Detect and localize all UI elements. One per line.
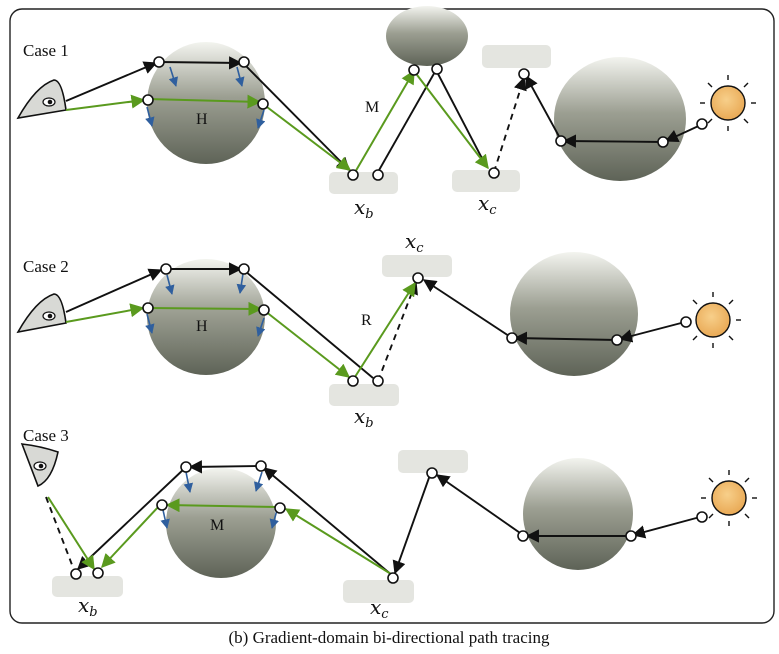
- offset-path: [47, 496, 392, 575]
- sphere: [166, 468, 276, 578]
- normal-arrows: [145, 66, 266, 129]
- normal-arrows: [145, 273, 266, 337]
- surface-plate: [382, 255, 452, 277]
- surface-plate: [329, 172, 398, 194]
- path-vertices: [70, 460, 708, 584]
- reconnect-label: R: [361, 312, 372, 329]
- light-source-icon: [701, 470, 757, 526]
- case-2-panel: Case 2: [16, 229, 741, 431]
- surface-plate: [452, 170, 520, 192]
- surface-plate: [52, 576, 123, 597]
- normal-arrows: [160, 471, 279, 529]
- base-path: [45, 460, 701, 577]
- camera-icon: [20, 443, 59, 488]
- path-vertices: [142, 56, 708, 181]
- sphere: [510, 252, 638, 376]
- camera-icon: [16, 79, 67, 120]
- camera-icon: [16, 293, 67, 334]
- figure-caption: (b) Gradient-domain bi-directional path …: [229, 628, 550, 647]
- xb-label: xb: [354, 404, 374, 431]
- xc-label: xc: [405, 229, 424, 256]
- offset-path: [65, 281, 416, 381]
- offset-path: [65, 69, 489, 175]
- sphere: [147, 42, 265, 164]
- light-source-icon: [700, 75, 756, 131]
- mirror-label: M: [365, 99, 379, 116]
- hybrid-label: H: [196, 111, 208, 128]
- surface-plate: [398, 450, 468, 473]
- sphere: [554, 57, 686, 181]
- sphere: [523, 458, 633, 570]
- case-3-panel: Case 3: [20, 426, 757, 622]
- xb-label: xb: [78, 593, 98, 620]
- sphere: [147, 259, 265, 375]
- surface-plate: [329, 384, 399, 406]
- mirror-label: M: [210, 517, 224, 534]
- path-vertices: [142, 263, 692, 387]
- case-1-panel: Case 1: [16, 6, 756, 222]
- surface-plate: [343, 580, 414, 603]
- xc-label: xc: [478, 191, 497, 218]
- top-blob: [386, 6, 468, 66]
- surface-plate: [482, 45, 551, 68]
- case-label: Case 3: [23, 426, 69, 445]
- xb-label: xb: [354, 195, 374, 222]
- xc-label: xc: [370, 595, 389, 622]
- light-source-icon: [685, 292, 741, 348]
- case-label: Case 2: [23, 257, 69, 276]
- case-label: Case 1: [23, 41, 69, 60]
- hybrid-label: H: [196, 318, 208, 335]
- base-path: [65, 262, 686, 382]
